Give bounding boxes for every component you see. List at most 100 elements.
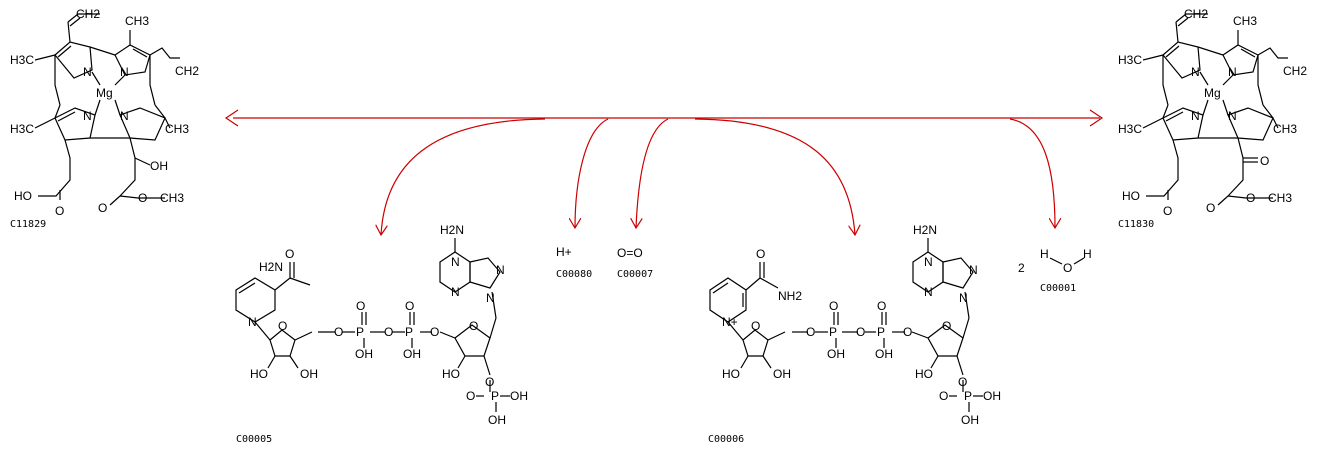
atom-ho-ribose2-nadp: HO bbox=[915, 367, 933, 381]
atom-o-link2: O bbox=[384, 325, 393, 339]
atom-h3c-2: H3C bbox=[10, 122, 34, 136]
atom-oh-p3-nadp: OH bbox=[983, 389, 1001, 403]
stoichiometric-coefficient: 2 bbox=[1018, 261, 1025, 275]
atom-o-p1-nadp: O bbox=[829, 299, 838, 313]
compound-id-c00007[interactable]: C00007 bbox=[617, 269, 653, 280]
atom-h3c-1: H3C bbox=[10, 53, 34, 67]
atom-h-water-1: H bbox=[1040, 247, 1049, 261]
atom-ch3-ester: CH3 bbox=[160, 191, 184, 205]
compound-id-c00005[interactable]: C00005 bbox=[236, 434, 272, 445]
atom-ch2-vinyl: CH2 bbox=[175, 64, 199, 78]
atom-oh-p3b-nadp: OH bbox=[961, 413, 979, 427]
atom-n-plus-nadp: N+ bbox=[722, 315, 738, 329]
atom-oh-p1: OH bbox=[355, 347, 373, 361]
compound-c00006: O NH2 N+ O HO OH O P O OH O P O OH O O H… bbox=[708, 223, 1001, 445]
atom-p3: P bbox=[491, 389, 499, 403]
atom-p2: P bbox=[405, 325, 413, 339]
porphyrin-bonds-left bbox=[34, 13, 180, 206]
atom-o-carbonyl-1-r: O bbox=[1163, 204, 1172, 218]
atom-n-c: N bbox=[120, 109, 129, 123]
compound-c00007: O=O C00007 bbox=[617, 246, 653, 280]
compound-id-c00080[interactable]: C00080 bbox=[556, 269, 592, 280]
atom-p1: P bbox=[356, 325, 364, 339]
atom-ho-ribose1: HO bbox=[250, 367, 268, 381]
atom-o-phos-ribose2-nadp: O bbox=[958, 375, 967, 389]
atom-ch3-top: CH3 bbox=[125, 14, 149, 28]
atom-ch3-top-r: CH3 bbox=[1233, 14, 1257, 28]
atom-nh2-nadp: NH2 bbox=[778, 289, 802, 303]
compound-c11829: H3C CH3 CH2 CH2 Mg N N N N H3C CH3 OH HO… bbox=[10, 7, 199, 230]
atom-o-link2-nadp: O bbox=[856, 325, 865, 339]
atom-o-ribose2: O bbox=[469, 319, 478, 333]
compound-id-c00001[interactable]: C00001 bbox=[1040, 283, 1076, 294]
atom-p3-nadp: P bbox=[964, 389, 972, 403]
arrow-to-h-plus bbox=[575, 118, 609, 228]
atom-ch3-right: CH3 bbox=[165, 122, 189, 136]
compound-id-c00006[interactable]: C00006 bbox=[708, 434, 744, 445]
atom-ho: HO bbox=[14, 189, 32, 203]
atom-n-d-r: N bbox=[1191, 109, 1200, 123]
compound-id-c11829[interactable]: C11829 bbox=[10, 219, 46, 230]
nadph-bonds bbox=[235, 238, 510, 412]
atom-n-b: N bbox=[120, 65, 129, 79]
atom-n-ad1: N bbox=[451, 255, 460, 269]
atom-oh-ribose1-nadp: OH bbox=[773, 367, 791, 381]
porphyrin-bonds-right bbox=[1142, 13, 1288, 206]
atom-oh-p1-nadp: OH bbox=[827, 347, 845, 361]
atom-ch2-vinyl-r: CH2 bbox=[1283, 64, 1307, 78]
compound-c00005: H2N O N O HO OH O P O OH O P O OH O O HO… bbox=[235, 223, 528, 445]
atom-n-ad2-nadp: N bbox=[924, 285, 933, 299]
arrow-to-nadph bbox=[381, 118, 546, 235]
atom-n-c-r: N bbox=[1228, 109, 1237, 123]
arrowhead-right bbox=[1089, 109, 1104, 127]
formula-h-plus: H+ bbox=[556, 245, 572, 259]
atom-n-d: N bbox=[83, 109, 92, 123]
atom-h2n-adenine-nadp: H2N bbox=[913, 223, 937, 237]
atom-o-link1: O bbox=[334, 325, 343, 339]
atom-oh-p3: OH bbox=[510, 389, 528, 403]
atom-p1-nadp: P bbox=[829, 325, 837, 339]
atom-o-ribose1-nadp: O bbox=[751, 319, 760, 333]
atom-oh-ribose1: OH bbox=[300, 367, 318, 381]
atom-mg-r: Mg bbox=[1204, 86, 1221, 100]
atom-h-water-2: H bbox=[1083, 247, 1092, 261]
atom-o-p2: O bbox=[405, 299, 414, 313]
atom-ho-ribose1-nadp: HO bbox=[722, 367, 740, 381]
compound-c00001: 2 H O H C00001 bbox=[1018, 247, 1092, 294]
compound-c00080: H+ C00080 bbox=[556, 245, 592, 280]
nadp-bonds bbox=[709, 238, 983, 412]
atom-h2n-adenine: H2N bbox=[440, 223, 464, 237]
atom-ch3-right-r: CH3 bbox=[1273, 122, 1297, 136]
atom-o-carbonyl-2-r: O bbox=[1206, 201, 1215, 215]
compound-c11830: H3C CH3 CH2 CH2 Mg N N N N H3C CH3 O HO … bbox=[1118, 7, 1307, 230]
atom-n-a-r: N bbox=[1191, 65, 1200, 79]
atom-o-carbonyl-1: O bbox=[55, 204, 64, 218]
atom-h2n-nadph: H2N bbox=[259, 260, 283, 274]
atom-o-carbonyl-2: O bbox=[98, 201, 107, 215]
atom-o-ester-r: O bbox=[1246, 191, 1255, 205]
atom-n-a: N bbox=[83, 65, 92, 79]
atom-o-amide-nadp: O bbox=[756, 247, 765, 261]
atom-h3c-1-r: H3C bbox=[1118, 53, 1142, 67]
atom-n-ad3-nadp: N bbox=[969, 263, 978, 277]
atom-o-phos3-left-nadp: O bbox=[939, 389, 948, 403]
atom-n-ad1-nadp: N bbox=[924, 255, 933, 269]
atom-n-ad4-nadp: N bbox=[959, 291, 968, 305]
atom-h3c-2-r: H3C bbox=[1118, 122, 1142, 136]
atom-oh: OH bbox=[150, 159, 168, 173]
atom-n-nadph: N bbox=[248, 315, 257, 329]
atom-n-ad2: N bbox=[451, 285, 460, 299]
atom-o-p2-nadp: O bbox=[877, 299, 886, 313]
arrow-to-nadp bbox=[694, 118, 855, 235]
atom-oh-p2-nadp: OH bbox=[875, 347, 893, 361]
arrowhead-left bbox=[224, 109, 239, 127]
atom-o-link3: O bbox=[430, 325, 439, 339]
atom-n-b-r: N bbox=[1228, 65, 1237, 79]
compound-id-c11830[interactable]: C11830 bbox=[1118, 219, 1154, 230]
atom-o-phos3-left: O bbox=[466, 389, 475, 403]
atom-o-amide-nadph: O bbox=[285, 247, 294, 261]
reaction-arrows bbox=[224, 109, 1104, 235]
atom-ho-ribose2: HO bbox=[442, 367, 460, 381]
atom-o-p1: O bbox=[356, 299, 365, 313]
